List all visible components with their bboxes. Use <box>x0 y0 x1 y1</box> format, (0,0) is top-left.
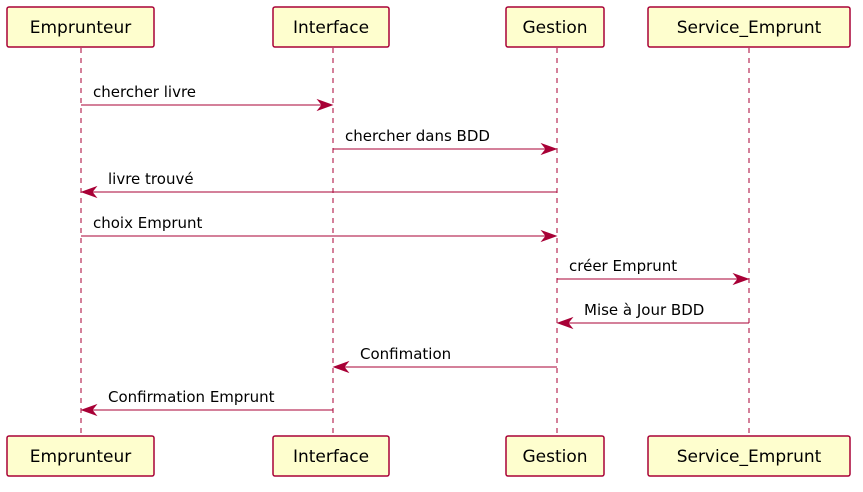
participants-top: Emprunteur Interface Gestion Service_Emprun… <box>6 6 851 48</box>
arrowhead-icon <box>556 316 574 330</box>
message-1: chercher livre <box>81 83 334 112</box>
participant-label: Gestion <box>522 447 587 467</box>
participant-label: Service_Emprunt <box>677 18 822 38</box>
participant-box <box>272 6 390 48</box>
message-label: créer Emprunt <box>569 257 677 275</box>
participant-label: Gestion <box>522 18 587 38</box>
message-6: Mise à Jour BDD <box>556 301 749 330</box>
arrowhead-icon <box>540 142 558 156</box>
participant-label: Interface <box>293 447 369 467</box>
arrowhead-icon <box>540 229 558 243</box>
participant-box <box>647 6 851 48</box>
participant-bottom-interface: Interface <box>272 435 390 477</box>
lifelines <box>80 48 750 436</box>
message-label: choix Emprunt <box>93 214 203 232</box>
message-label: livre trouvé <box>108 170 194 188</box>
message-2: chercher dans BDD <box>333 127 558 156</box>
participant-box <box>505 6 605 48</box>
message-label: Confirmation Emprunt <box>108 388 275 406</box>
messages: chercher livre chercher dans BDD livre tro… <box>80 83 750 417</box>
participant-label: Service_Emprunt <box>677 447 822 467</box>
participant-bottom-service_emprunt: Service_Emprunt <box>647 435 851 477</box>
participant-box <box>272 435 390 477</box>
participant-bottom-emprunteur: Emprunteur <box>6 435 155 477</box>
participant-box <box>647 435 851 477</box>
participant-bottom-gestion: Gestion <box>505 435 605 477</box>
message-3: livre trouvé <box>80 170 557 199</box>
arrowhead-icon <box>332 360 350 374</box>
participant-top-emprunteur: Emprunteur <box>6 6 155 48</box>
arrowhead-icon <box>732 272 750 286</box>
participants-bottom: Emprunteur Interface Gestion Service_Emprun… <box>6 435 851 477</box>
arrowhead-icon <box>80 403 98 417</box>
participant-label: Emprunteur <box>30 18 132 38</box>
participant-top-interface: Interface <box>272 6 390 48</box>
message-7: Confimation <box>332 345 557 374</box>
message-label: Mise à Jour BDD <box>584 301 704 319</box>
arrowhead-icon <box>316 98 334 112</box>
participant-box <box>505 435 605 477</box>
message-4: choix Emprunt <box>81 214 558 243</box>
arrowhead-icon <box>80 185 98 199</box>
message-label: chercher dans BDD <box>345 127 490 145</box>
participant-box <box>6 435 155 477</box>
message-5: créer Emprunt <box>557 257 750 286</box>
participant-box <box>6 6 155 48</box>
message-label: Confimation <box>360 345 451 363</box>
participant-top-gestion: Gestion <box>505 6 605 48</box>
message-label: chercher livre <box>93 83 196 101</box>
participant-label: Emprunteur <box>30 447 132 467</box>
message-8: Confirmation Emprunt <box>80 388 333 417</box>
participant-top-service_emprunt: Service_Emprunt <box>647 6 851 48</box>
participant-label: Interface <box>293 18 369 38</box>
